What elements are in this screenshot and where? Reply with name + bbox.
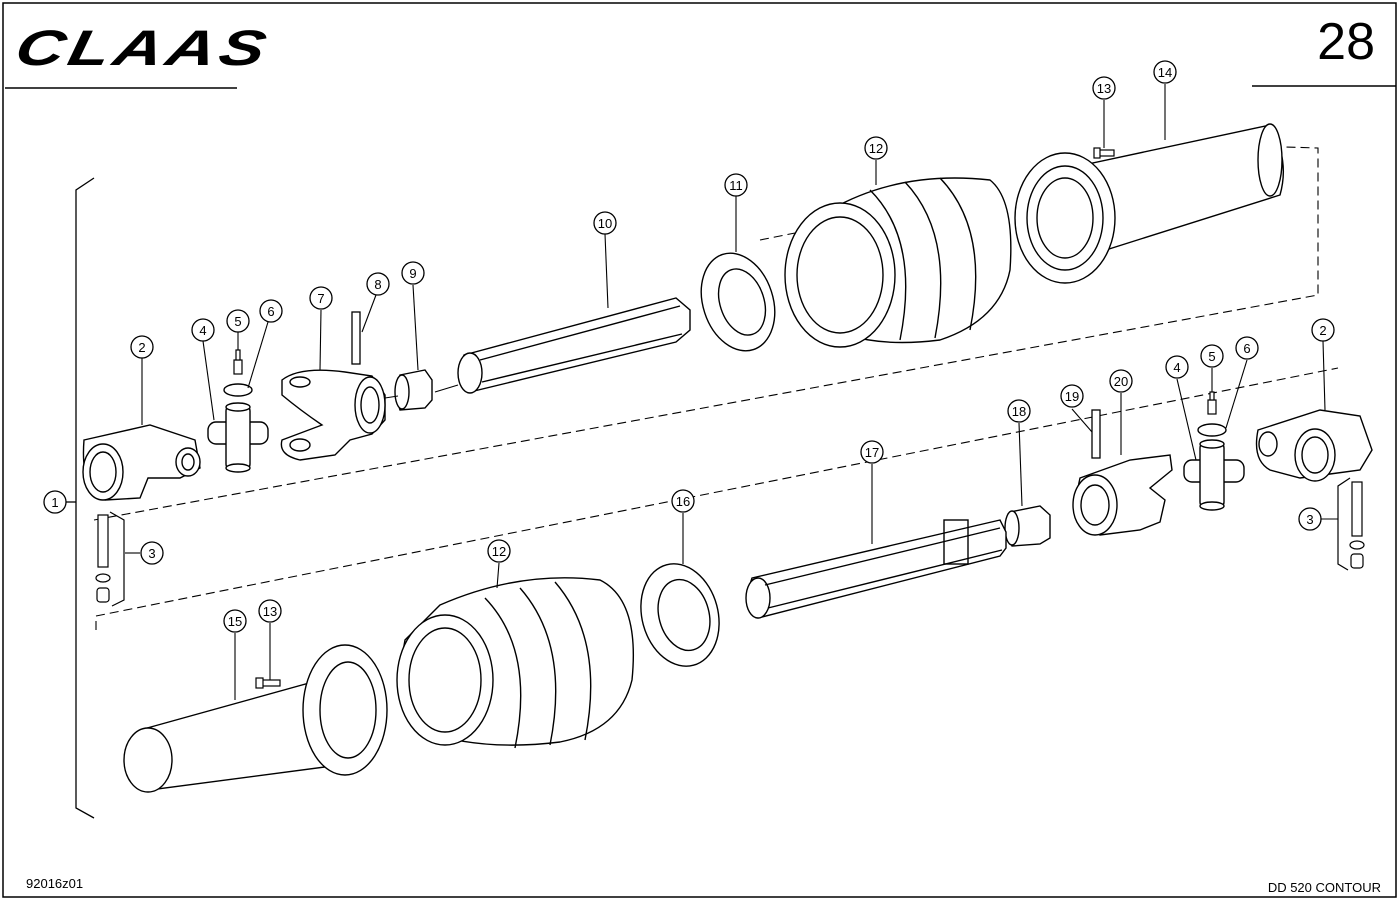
callout-13-upper [1092,76,1116,100]
label-5-right: 5 [1208,349,1215,364]
label-13: 13 [1097,81,1111,96]
label-6: 6 [267,304,274,319]
callout-2-left [130,335,154,359]
callout-17 [860,440,884,464]
callout-12-upper [864,136,888,160]
callout-6-right [1235,336,1259,360]
drawing-code: 92016z01 [26,876,84,891]
callout-16 [671,489,695,513]
label-20: 20 [1114,374,1128,389]
part-15-guard-tube [123,644,388,793]
callout-4-right [1165,355,1189,379]
label-12: 12 [869,141,883,156]
callout-18 [1007,399,1031,423]
part-16-ring [640,563,720,667]
part-4-cross [207,402,269,473]
part-13-screw-lower [255,677,281,689]
callout-6-left [259,299,283,323]
part-6-circlip [223,383,253,397]
label-2-right: 2 [1319,323,1326,338]
callout-7 [309,286,333,310]
part-6-circlip-right [1197,423,1227,437]
label-3: 3 [148,546,155,561]
label-2: 2 [138,340,145,355]
label-4-right: 4 [1173,360,1180,375]
callout-3-left [140,541,164,565]
callout-labels: 1 2 3 4 5 6 7 8 9 10 11 12 13 14 2 3 4 5… [51,65,1326,629]
label-13-lower: 13 [263,604,277,619]
part-14-guard-tube [1014,123,1285,284]
label-1: 1 [51,495,58,510]
label-14: 14 [1158,65,1172,80]
part-2-yoke [82,424,201,501]
label-18: 18 [1012,404,1026,419]
part-7-yoke [280,369,386,461]
callout-20 [1109,369,1133,393]
callout-2-right [1311,318,1335,342]
part-8-pin [351,311,361,365]
label-10: 10 [598,216,612,231]
callout-5-right [1200,344,1224,368]
part-19-pin [1091,409,1101,459]
label-16: 16 [676,494,690,509]
callout-13-lower [258,599,282,623]
part-12-bellow-lower [396,577,635,749]
callout-8 [366,272,390,296]
part-18-sleeve [1004,505,1051,547]
part-5-nipple [233,349,243,375]
callout-15 [223,609,247,633]
part-12-bellow-upper [784,177,1012,348]
part-17-profile-shaft [745,519,1007,619]
callout-12-lower [487,539,511,563]
model-name: DD 520 CONTOUR [1267,880,1381,895]
callout-10 [593,211,617,235]
label-17: 17 [865,445,879,460]
callout-11 [724,173,748,197]
callout-3-right [1298,507,1322,531]
part-5-nipple-right [1207,391,1217,415]
part-3-bolt-left [95,511,125,607]
callout-1 [43,490,67,514]
part-10-profile-tube [457,297,691,394]
part-20-yoke [1072,454,1173,536]
part-11-ring [700,252,776,352]
leader-lines [55,84,1338,700]
part-13-screw-upper [1093,147,1115,159]
callout-4-left [191,318,215,342]
label-15: 15 [228,614,242,629]
label-6-right: 6 [1243,341,1250,356]
callout-circles [43,60,1335,633]
assembly-bracket [66,177,95,819]
label-9: 9 [409,266,416,281]
label-4: 4 [199,323,206,338]
label-8: 8 [374,277,381,292]
label-3-right: 3 [1306,512,1313,527]
label-19: 19 [1065,389,1079,404]
callout-14 [1153,60,1177,84]
label-7: 7 [317,291,324,306]
part-4-cross-right [1183,439,1245,511]
part-3-bolt-right [1337,477,1365,571]
label-11: 11 [729,178,743,193]
callout-5-left [226,309,250,333]
part-2-yoke-right [1255,409,1373,482]
part-9-sleeve [394,369,433,411]
label-5: 5 [234,314,241,329]
callout-19 [1060,384,1084,408]
page-number: 28 [1317,13,1375,71]
callout-9 [401,261,425,285]
label-12-lower: 12 [492,544,506,559]
